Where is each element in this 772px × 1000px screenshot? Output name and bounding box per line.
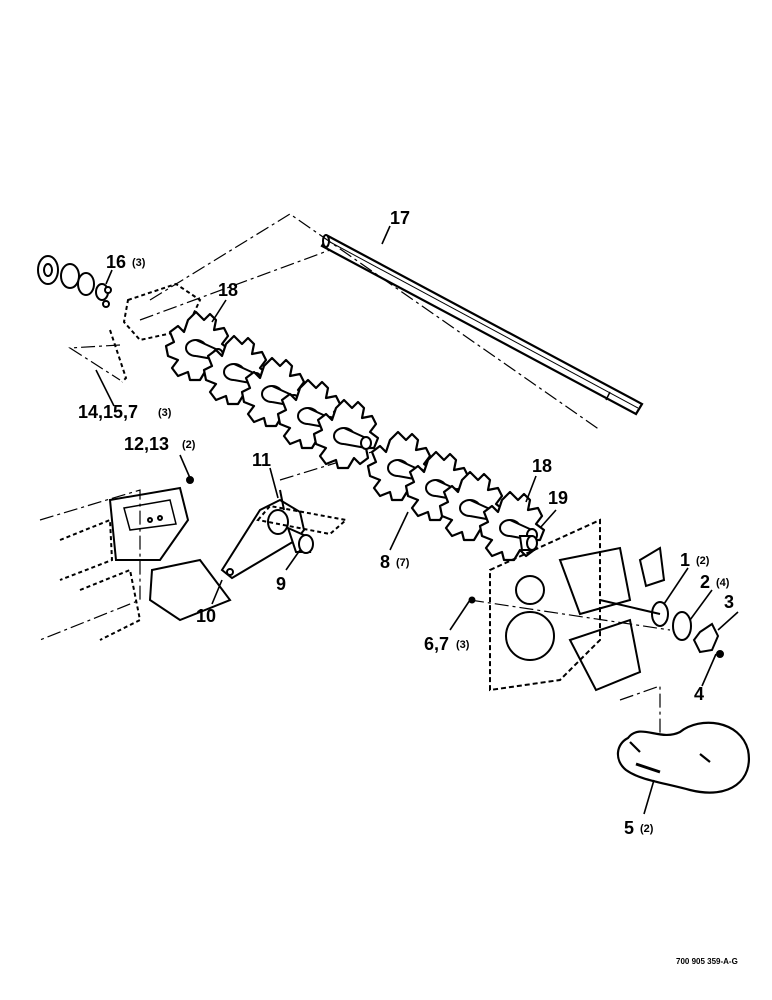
callout-5: 5: [624, 818, 634, 838]
leader-lines: [95, 225, 739, 815]
callout-11: 11: [252, 450, 271, 470]
shaft-part-17: [320, 234, 644, 416]
callout-19: 19: [548, 488, 568, 508]
callout-5-qty: (2): [640, 823, 654, 835]
callout-14-15-7: 14,15,7: [78, 402, 138, 422]
callout-8-qty: (7): [396, 557, 410, 569]
callout-2: 2: [700, 572, 710, 592]
callout-12-13: 12,13: [124, 434, 169, 454]
left-frame: [59, 476, 232, 641]
arm-assembly: [220, 489, 349, 580]
callout-12-13-qty: (2): [182, 439, 196, 451]
reference-number: 700 905 359-A-G: [676, 957, 738, 966]
callout-4: 4: [694, 684, 704, 704]
assembly-lines: [39, 213, 671, 736]
callout-6-7: 6,7: [424, 634, 449, 654]
callout-14-15-7-qty: (3): [158, 407, 172, 419]
callout-6-7-qty: (3): [456, 639, 470, 651]
callout-16-qty: (3): [132, 257, 146, 269]
callout-18-right: 18: [532, 456, 552, 476]
callout-8: 8: [380, 552, 390, 572]
spacer-part-19: [518, 535, 538, 551]
left-bearing-assembly: [37, 255, 202, 383]
callout-10: 10: [196, 606, 216, 626]
callout-16: 16: [106, 252, 126, 272]
right-housing: [468, 518, 724, 692]
callout-9: 9: [276, 574, 286, 594]
callout-17: 17: [390, 208, 410, 228]
callout-18-left: 18: [218, 280, 238, 300]
sprocket-row: [164, 310, 546, 562]
chain-part-5: [616, 721, 751, 794]
callout-1-qty: (2): [696, 555, 710, 567]
callout-1: 1: [680, 550, 690, 570]
callout-2-qty: (4): [716, 577, 730, 589]
callout-3: 3: [724, 592, 734, 612]
